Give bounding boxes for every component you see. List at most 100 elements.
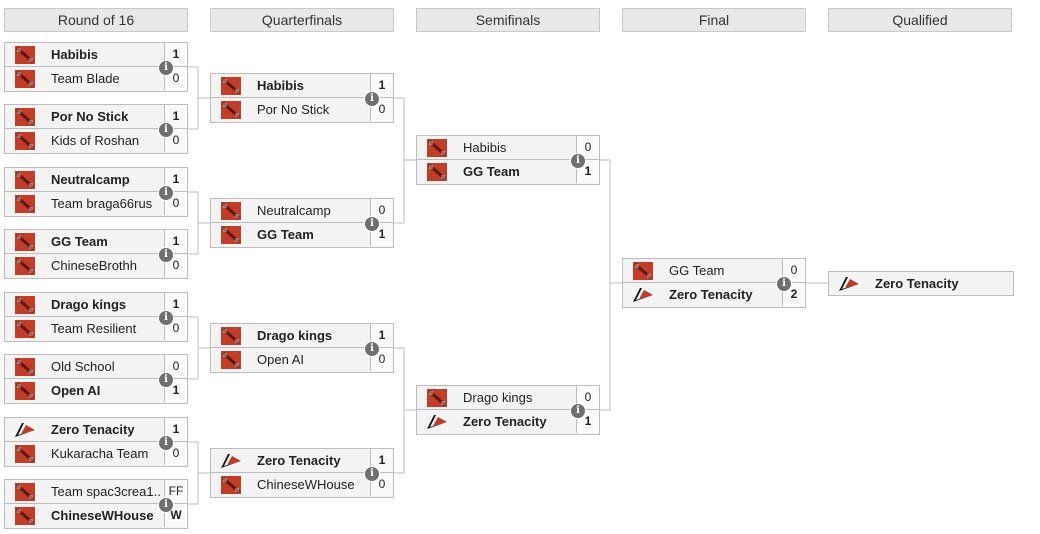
team-row[interactable]: ChineseWHouse 0 — [210, 473, 394, 498]
team-name: Zero Tenacity — [463, 414, 547, 429]
info-icon[interactable]: i — [776, 276, 792, 292]
zero-tenacity-logo-icon — [838, 275, 860, 293]
header-qualified: Qualified — [828, 8, 1012, 32]
team-row[interactable]: ChineseWHouse W — [4, 504, 188, 529]
match-r16-8[interactable]: Team spac3crea1... FF ChineseWHouse W i — [4, 479, 188, 529]
team-name: Open AI — [51, 383, 101, 398]
team-row[interactable]: Drago kings 1 — [4, 292, 188, 317]
team-row[interactable]: Kids of Roshan 0 — [4, 129, 188, 154]
zero-tenacity-logo-icon — [14, 421, 36, 439]
team-name: Drago kings — [51, 297, 127, 312]
team-name: Drago kings — [257, 328, 333, 343]
match-r16-7[interactable]: Zero Tenacity 1 Kukaracha Team 0 i — [4, 417, 188, 467]
team-name: Team Blade — [51, 71, 120, 86]
team-name: Habibis — [257, 78, 304, 93]
team-row[interactable]: Drago kings 0 — [416, 385, 600, 410]
team-row[interactable]: Neutralcamp 0 — [210, 198, 394, 223]
team-name: ChineseBrothh — [51, 258, 137, 273]
match-qf-2[interactable]: Neutralcamp 0 GG Team 1 i — [210, 198, 394, 248]
team-row[interactable]: Habibis 1 — [4, 42, 188, 67]
match-r16-6[interactable]: Old School 0 Open AI 1 i — [4, 354, 188, 404]
info-icon[interactable]: i — [570, 403, 586, 419]
match-qf-4[interactable]: Zero Tenacity 1 ChineseWHouse 0 i — [210, 448, 394, 498]
info-icon[interactable]: i — [158, 372, 174, 388]
qualified-team[interactable]: Zero Tenacity — [828, 271, 1014, 296]
dota-logo-icon — [14, 195, 36, 213]
info-icon[interactable]: i — [570, 153, 586, 169]
team-row[interactable]: Drago kings 1 — [210, 323, 394, 348]
dota-logo-icon — [426, 139, 448, 157]
dota-logo-icon — [220, 226, 242, 244]
team-row[interactable]: Team Blade 0 — [4, 67, 188, 92]
dota-logo-icon — [14, 257, 36, 275]
team-row[interactable]: Team spac3crea1... FF — [4, 479, 188, 504]
dota-logo-icon — [426, 389, 448, 407]
team-name: Habibis — [51, 47, 98, 62]
dota-logo-icon — [14, 483, 36, 501]
team-row[interactable]: Open AI 1 — [4, 379, 188, 404]
dota-logo-icon — [220, 351, 242, 369]
match-final[interactable]: GG Team 0 Zero Tenacity 2 i — [622, 258, 806, 308]
team-name: GG Team — [257, 227, 314, 242]
team-name: Neutralcamp — [257, 203, 331, 218]
dota-logo-icon — [14, 382, 36, 400]
header-final: Final — [622, 8, 806, 32]
team-name: Por No Stick — [51, 109, 129, 124]
info-icon[interactable]: i — [158, 122, 174, 138]
team-name: Old School — [51, 359, 115, 374]
info-icon[interactable]: i — [364, 341, 380, 357]
dota-logo-icon — [14, 70, 36, 88]
team-name: GG Team — [669, 263, 725, 278]
info-icon[interactable]: i — [158, 310, 174, 326]
info-icon[interactable]: i — [364, 91, 380, 107]
match-r16-4[interactable]: GG Team 1 ChineseBrothh 0 i — [4, 229, 188, 279]
team-name: Kukaracha Team — [51, 446, 149, 461]
team-row[interactable]: GG Team 1 — [210, 223, 394, 248]
team-row[interactable]: Zero Tenacity 1 — [210, 448, 394, 473]
dota-logo-icon — [14, 507, 36, 525]
team-row[interactable]: Por No Stick 1 — [4, 104, 188, 129]
info-icon[interactable]: i — [158, 497, 174, 513]
team-name: Team braga66rus — [51, 196, 153, 211]
team-name: ChineseWHouse — [257, 477, 355, 492]
match-r16-5[interactable]: Drago kings 1 Team Resilient 0 i — [4, 292, 188, 342]
zero-tenacity-logo-icon — [220, 452, 242, 470]
match-qf-1[interactable]: Habibis 1 Por No Stick 0 i — [210, 73, 394, 123]
team-row[interactable]: Por No Stick 0 — [210, 98, 394, 123]
header-quarterfinals: Quarterfinals — [210, 8, 394, 32]
team-row[interactable]: GG Team 1 — [416, 160, 600, 185]
info-icon[interactable]: i — [364, 216, 380, 232]
team-row[interactable]: Habibis 0 — [416, 135, 600, 160]
team-row[interactable]: Habibis 1 — [210, 73, 394, 98]
team-row[interactable]: GG Team 0 — [622, 258, 806, 283]
info-icon[interactable]: i — [158, 435, 174, 451]
info-icon[interactable]: i — [364, 466, 380, 482]
team-row[interactable]: Team braga66rus 0 — [4, 192, 188, 217]
match-r16-2[interactable]: Por No Stick 1 Kids of Roshan 0 i — [4, 104, 188, 154]
team-name: Kids of Roshan — [51, 133, 140, 148]
dota-logo-icon — [220, 327, 242, 345]
team-row[interactable]: Zero Tenacity 1 — [416, 410, 600, 435]
match-sf-1[interactable]: Habibis 0 GG Team 1 i — [416, 135, 600, 185]
header-round-of-16: Round of 16 — [4, 8, 188, 32]
info-icon[interactable]: i — [158, 60, 174, 76]
team-name: Zero Tenacity — [875, 276, 959, 291]
team-row[interactable]: Zero Tenacity 1 — [4, 417, 188, 442]
team-name: Zero Tenacity — [257, 453, 341, 468]
team-name: Por No Stick — [257, 102, 330, 117]
match-r16-1[interactable]: Habibis 1 Team Blade 0 i — [4, 42, 188, 92]
match-r16-3[interactable]: Neutralcamp 1 Team braga66rus 0 i — [4, 167, 188, 217]
info-icon[interactable]: i — [158, 247, 174, 263]
header-semifinals: Semifinals — [416, 8, 600, 32]
team-name: Team Resilient — [51, 321, 137, 336]
match-sf-2[interactable]: Drago kings 0 Zero Tenacity 1 i — [416, 385, 600, 435]
team-name: GG Team — [51, 234, 108, 249]
team-name: Neutralcamp — [51, 172, 130, 187]
team-row[interactable]: Kukaracha Team 0 — [4, 442, 188, 467]
match-qf-3[interactable]: Drago kings 1 Open AI 0 i — [210, 323, 394, 373]
team-row[interactable]: Zero Tenacity 2 — [622, 283, 806, 308]
team-name: Zero Tenacity — [669, 287, 753, 302]
info-icon[interactable]: i — [158, 185, 174, 201]
team-row[interactable]: Open AI 0 — [210, 348, 394, 373]
dota-logo-icon — [14, 445, 36, 463]
